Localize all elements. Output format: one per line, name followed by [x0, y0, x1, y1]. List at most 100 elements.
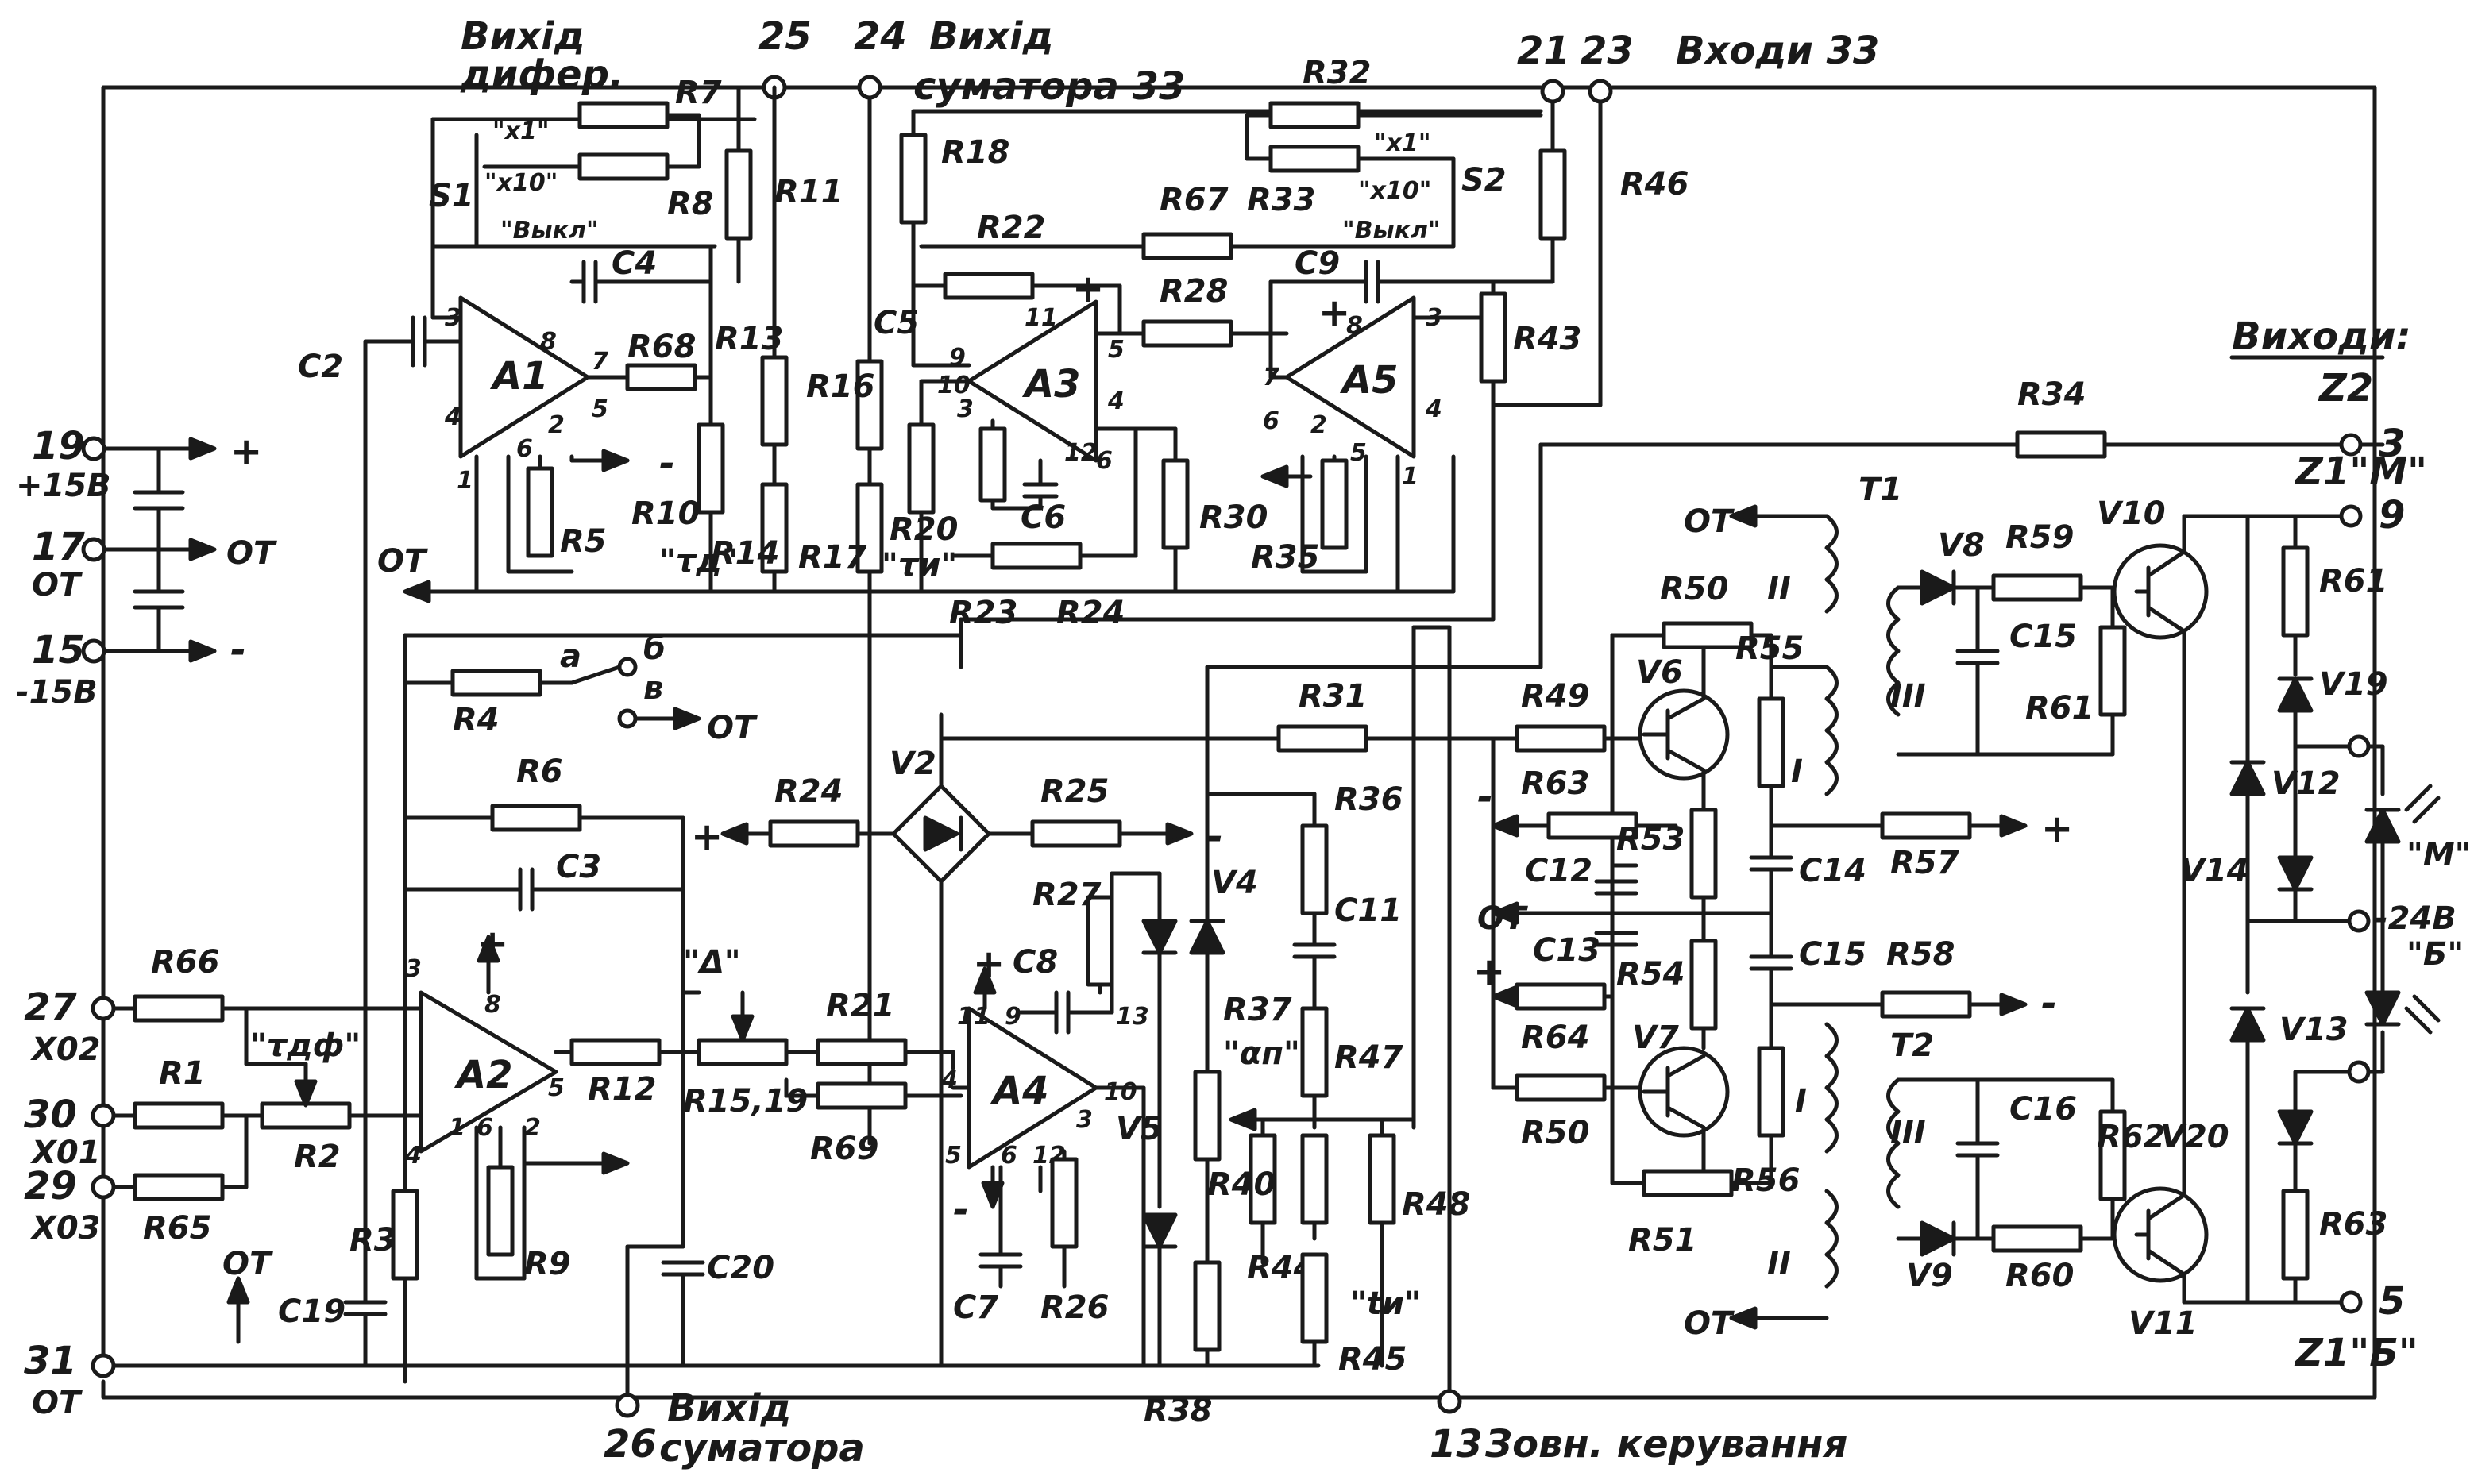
- svg-text:4: 4: [1107, 387, 1125, 415]
- svg-text:5: 5: [945, 1142, 962, 1170]
- terminal-31[interactable]: [91, 1353, 116, 1378]
- b-led-label: "Б": [2406, 936, 2464, 973]
- terminal-5[interactable]: [2339, 1290, 2363, 1314]
- resistor-r4: [450, 669, 542, 697]
- top-labels: Вихід дифер. Вихід суматора 33 Входи 33 …: [460, 14, 1879, 109]
- transistor-v10: [2112, 543, 2209, 640]
- r35-label: R34: [2017, 376, 2086, 413]
- svg-text:12: 12: [1064, 439, 1098, 467]
- ot-t1: ОТ: [1684, 503, 1735, 540]
- amp-a3: [967, 299, 1098, 463]
- terminal-19-label: 19: [32, 424, 85, 468]
- s1-label: S1: [429, 178, 474, 214]
- r63-label: R63: [1521, 765, 1589, 802]
- t2-label: T2: [1890, 1027, 1934, 1064]
- svg-text:5: 5: [592, 395, 608, 423]
- ot-c11: ОТ: [1477, 900, 1528, 937]
- terminal-21[interactable]: [1540, 79, 1565, 104]
- resistor-r46: [1368, 1133, 1396, 1225]
- v8-label: V8: [1938, 527, 1985, 564]
- terminal-24[interactable]: [857, 75, 882, 100]
- out-sum-bottom: Вихід: [667, 1386, 791, 1431]
- r67-label: R67: [1160, 182, 1229, 218]
- resistor-r7: [577, 101, 670, 129]
- c2-label: C2: [298, 349, 343, 385]
- r55-label: R57: [1890, 845, 1959, 881]
- c8-label: C8: [1013, 944, 1058, 981]
- diode-v9: [1920, 1220, 1956, 1257]
- a2-label: A2: [454, 1053, 513, 1097]
- svg-text:7: 7: [592, 348, 608, 376]
- t2-i-label: I: [1795, 1083, 1807, 1120]
- x1-label: "x1": [492, 118, 549, 145]
- led-b: [2364, 990, 2401, 1027]
- transistor-v11: [2112, 1186, 2209, 1283]
- out-sum-bottom-2: суматора: [659, 1426, 865, 1471]
- c10-label: C11: [1334, 892, 1402, 929]
- diode-v20-small: [2277, 1109, 2314, 1146]
- r17-label: R17: [798, 539, 867, 576]
- terminal-3[interactable]: [2339, 433, 2363, 457]
- svg-text:1: 1: [457, 467, 473, 495]
- block-a3: A3 9 10 3 11 5 4 12 6 + R18 R16 C5 R17 R…: [798, 95, 1543, 1146]
- resistor-c6-series: [978, 426, 1007, 503]
- s2-label: S2: [1461, 162, 1507, 199]
- resistor-r47: [1515, 724, 1607, 753]
- v4-label: V4: [1211, 865, 1258, 901]
- r36-label: R36: [1334, 781, 1403, 818]
- terminal-23[interactable]: [1588, 79, 1613, 104]
- svg-text:10: 10: [937, 372, 971, 399]
- minus-a1: -: [659, 441, 675, 486]
- terminal-26[interactable]: [615, 1393, 640, 1418]
- z2-label: Z2: [2318, 366, 2373, 411]
- v6-label: V6: [1636, 654, 1683, 691]
- block-a2: A2 3 4 7 5 8 2 6 1 + R6 C3 R12 R15,19 "Δ…: [278, 754, 963, 1408]
- c13-label: C14: [1799, 853, 1866, 889]
- r2-label: R2: [294, 1139, 341, 1175]
- c11-label: C12: [1525, 853, 1592, 889]
- t1-winding-iii: [1886, 585, 1901, 717]
- terminal-15[interactable]: [81, 638, 106, 664]
- r66-label: R65: [143, 1210, 211, 1247]
- terminal-19[interactable]: [81, 436, 106, 461]
- t1-winding-ii: [1824, 514, 1839, 614]
- r3-label: R3: [349, 1222, 396, 1259]
- t1-i-label: I: [1791, 754, 1803, 790]
- transistor-v7: [1638, 1046, 1730, 1138]
- diode-v5: [1141, 1212, 1178, 1249]
- terminal-21-label: 21: [1517, 29, 1570, 73]
- svg-text:4: 4: [404, 1142, 422, 1170]
- resistor-r30: [1161, 458, 1190, 550]
- inputs33-label: Входи 33: [1676, 29, 1879, 73]
- r51-label: R53: [1616, 821, 1685, 858]
- terminal-17[interactable]: [81, 537, 106, 562]
- potentiometer-r37: [1193, 1070, 1222, 1162]
- v12-label: V12: [2271, 765, 2341, 802]
- resistor-r66: [133, 1173, 225, 1201]
- resistor-r68: [625, 363, 697, 391]
- c4-label: C4: [612, 245, 657, 282]
- delta-label: "Δ": [683, 944, 741, 981]
- r20-label: R20: [890, 511, 958, 548]
- r61-label: R61: [2319, 563, 2387, 599]
- resistor-r24: [990, 542, 1083, 570]
- resistor-r1: [133, 1101, 225, 1130]
- svg-text:5: 5: [1108, 336, 1125, 364]
- terminal-29[interactable]: [91, 1174, 116, 1200]
- ot31-label: ОТ: [32, 1385, 83, 1421]
- c20-label: C20: [707, 1250, 774, 1286]
- plus15-label: +15В: [16, 468, 111, 504]
- r30-label: R30: [1199, 499, 1268, 536]
- resistor-r36: [1300, 823, 1329, 915]
- terminal-13[interactable]: [1437, 1389, 1462, 1414]
- resistor-r44: [1538, 148, 1567, 241]
- diode-v19: [2277, 676, 2314, 713]
- terminal-30[interactable]: [91, 1103, 116, 1128]
- x10b-label: "x10": [1358, 177, 1431, 205]
- led-m: [2364, 808, 2401, 844]
- terminal-27[interactable]: [91, 996, 116, 1021]
- terminal-9[interactable]: [2339, 504, 2363, 528]
- resistor-r50: [1642, 1169, 1734, 1197]
- ti-label: "tи": [1350, 1285, 1421, 1322]
- ot-upper-label: ОТ: [377, 543, 428, 580]
